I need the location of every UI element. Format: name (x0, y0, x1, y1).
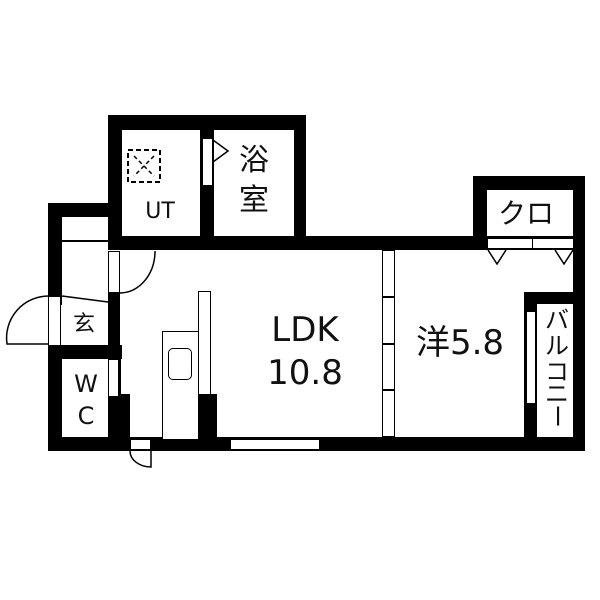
balcony-char-4: ニ (545, 380, 569, 408)
closet-door-right[interactable] (532, 238, 574, 249)
wall-wc-right-thin (118, 359, 121, 397)
closet-hinge-left-icon (487, 249, 507, 266)
partition-line-1 (383, 296, 394, 298)
entrance-door-swing (5, 295, 50, 345)
wall-balcony-top (524, 292, 585, 304)
bottom-door-swing (129, 450, 152, 468)
wall-right (573, 176, 585, 451)
closet-label: クロ (497, 197, 554, 230)
entrance-label: 玄 (72, 312, 95, 337)
balcony-rail (577, 304, 578, 437)
ldk-size-label: 10.8 (267, 353, 343, 393)
partition-line-2 (383, 343, 394, 345)
western-room-label: 洋5.8 (415, 323, 505, 363)
wc-label-1: W (74, 370, 98, 398)
ldk-door-frame[interactable] (108, 251, 120, 293)
shoe-shelf-line (62, 240, 108, 242)
ldk-left-wall-lower (120, 394, 130, 439)
wall-entrance-top (48, 203, 122, 217)
wall-entrance-left-upper (48, 203, 62, 305)
bath-label-2: 室 (239, 183, 269, 218)
wall-ldk-left-mid (108, 292, 120, 350)
wall-closet-left (473, 176, 487, 250)
wc-label-2: C (77, 402, 95, 430)
closet-hinge-right-icon (554, 249, 574, 266)
balcony-char-1: バ (545, 306, 569, 334)
partition-line-3 (383, 389, 394, 391)
wall-entrance-right (108, 203, 122, 250)
ldk-door-swing (119, 250, 156, 294)
balcony-window[interactable] (526, 311, 536, 404)
wall-closet-top (473, 176, 585, 190)
ldk-name-label: LDK (271, 310, 339, 350)
balcony-char-5: ー (543, 404, 571, 428)
bath-door-hinge-icon (212, 139, 230, 163)
washing-machine-icon (127, 149, 161, 183)
wall-bath-right (294, 115, 306, 250)
wall-wc-left (48, 345, 62, 451)
balcony-char-2: ル (545, 332, 569, 360)
ut-label: UT (145, 199, 175, 224)
balcony-char-3: コ (545, 358, 569, 386)
bottom-door-frame[interactable] (130, 439, 151, 450)
ldk-window[interactable] (230, 439, 320, 450)
bath-label-1: 浴 (239, 143, 269, 178)
wall-entrance-wc (48, 345, 122, 359)
kitchen-sink-icon (168, 348, 192, 380)
wall-main-top (108, 236, 583, 250)
bath-door[interactable] (202, 138, 213, 186)
kitchen-pillar (198, 394, 217, 439)
